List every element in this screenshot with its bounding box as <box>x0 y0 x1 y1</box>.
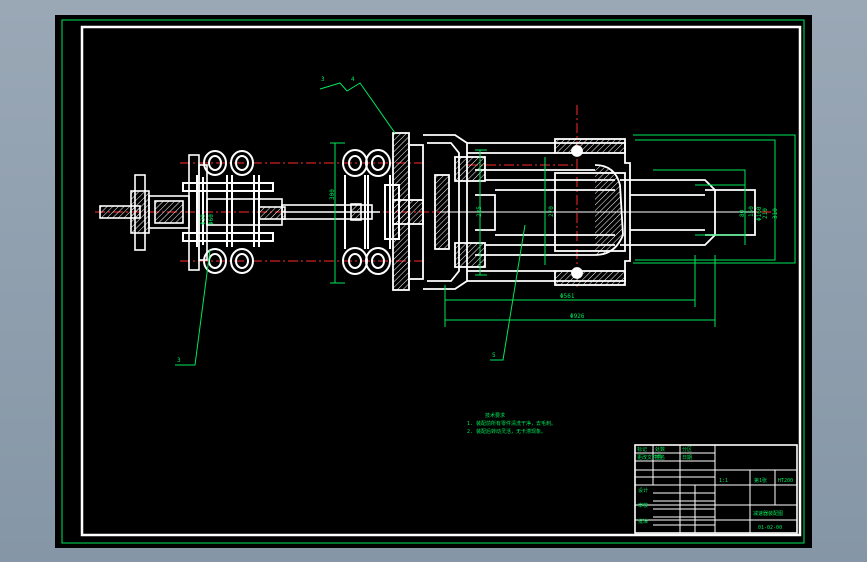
title-scale: 1:1 <box>719 478 728 484</box>
drawing-sheet: Φ30 Φ60 300 225 270 80 150 Φ160 210 310 … <box>55 15 812 548</box>
dimension-lines <box>330 134 796 327</box>
title-material: HT200 <box>778 478 793 484</box>
leader-label-top-left: 3 <box>321 76 325 83</box>
middle-spring-pack <box>342 149 400 275</box>
title-row-label: 标记 <box>637 446 647 453</box>
dim-shaft-dia: Φ30 <box>200 214 207 225</box>
dim-left-height: 300 <box>329 189 336 200</box>
inner-frame <box>80 25 802 537</box>
title-block <box>634 444 798 534</box>
title-sheet: 第1张 <box>754 477 767 484</box>
title-row-label: 处数 <box>655 446 665 453</box>
dim-right-a: 80 <box>739 209 746 217</box>
dim-right-c: Φ160 <box>756 206 763 221</box>
notes-line-2: 2. 装配后转动灵活，无卡滞现象。 <box>467 428 546 435</box>
outer-frame <box>61 19 805 544</box>
technical-notes: 技术要求 1. 装配前所有零件清洗干净，去毛刺。 2. 装配后转动灵活，无卡滞现… <box>467 412 556 435</box>
title-row-label: 分区 <box>682 446 692 453</box>
title-row-label: 更改文件号 <box>637 454 662 461</box>
title-designer: 设计 <box>638 487 648 494</box>
notes-line-1: 1. 装配前所有零件清洗干净，去毛刺。 <box>467 420 556 427</box>
dim-bottom-b: Φ926 <box>570 313 585 320</box>
leader-label-bottom-left: 3 <box>177 357 181 364</box>
dim-right-e: 310 <box>772 208 779 219</box>
title-checker: 审核 <box>638 502 648 509</box>
dim-mid-a: 225 <box>476 206 483 217</box>
dim-bottom-a: Φ561 <box>560 293 575 300</box>
title-row-label: 日期 <box>682 455 692 461</box>
notes-heading: 技术要求 <box>485 412 505 419</box>
title-row-label: 签名 <box>655 454 665 461</box>
leader-label-bottom-right: 5 <box>492 352 496 359</box>
left-spring-pack <box>182 150 274 274</box>
leader-lines <box>175 82 526 366</box>
title-drawing-no: 01-02-00 <box>758 525 782 531</box>
assembly-drawing: Φ30 Φ60 300 225 270 80 150 Φ160 210 310 … <box>61 19 805 544</box>
title-approver: 批准 <box>638 518 648 525</box>
dim-mid-b: 270 <box>548 206 555 217</box>
left-shaft-assembly <box>99 154 380 271</box>
dim-hub-dia: Φ60 <box>208 214 215 225</box>
leader-label-top-right: 4 <box>351 76 355 83</box>
title-part-name: 减速器装配图 <box>753 510 783 517</box>
dim-right-d: 210 <box>762 208 769 219</box>
dim-right-b: 150 <box>748 206 755 217</box>
